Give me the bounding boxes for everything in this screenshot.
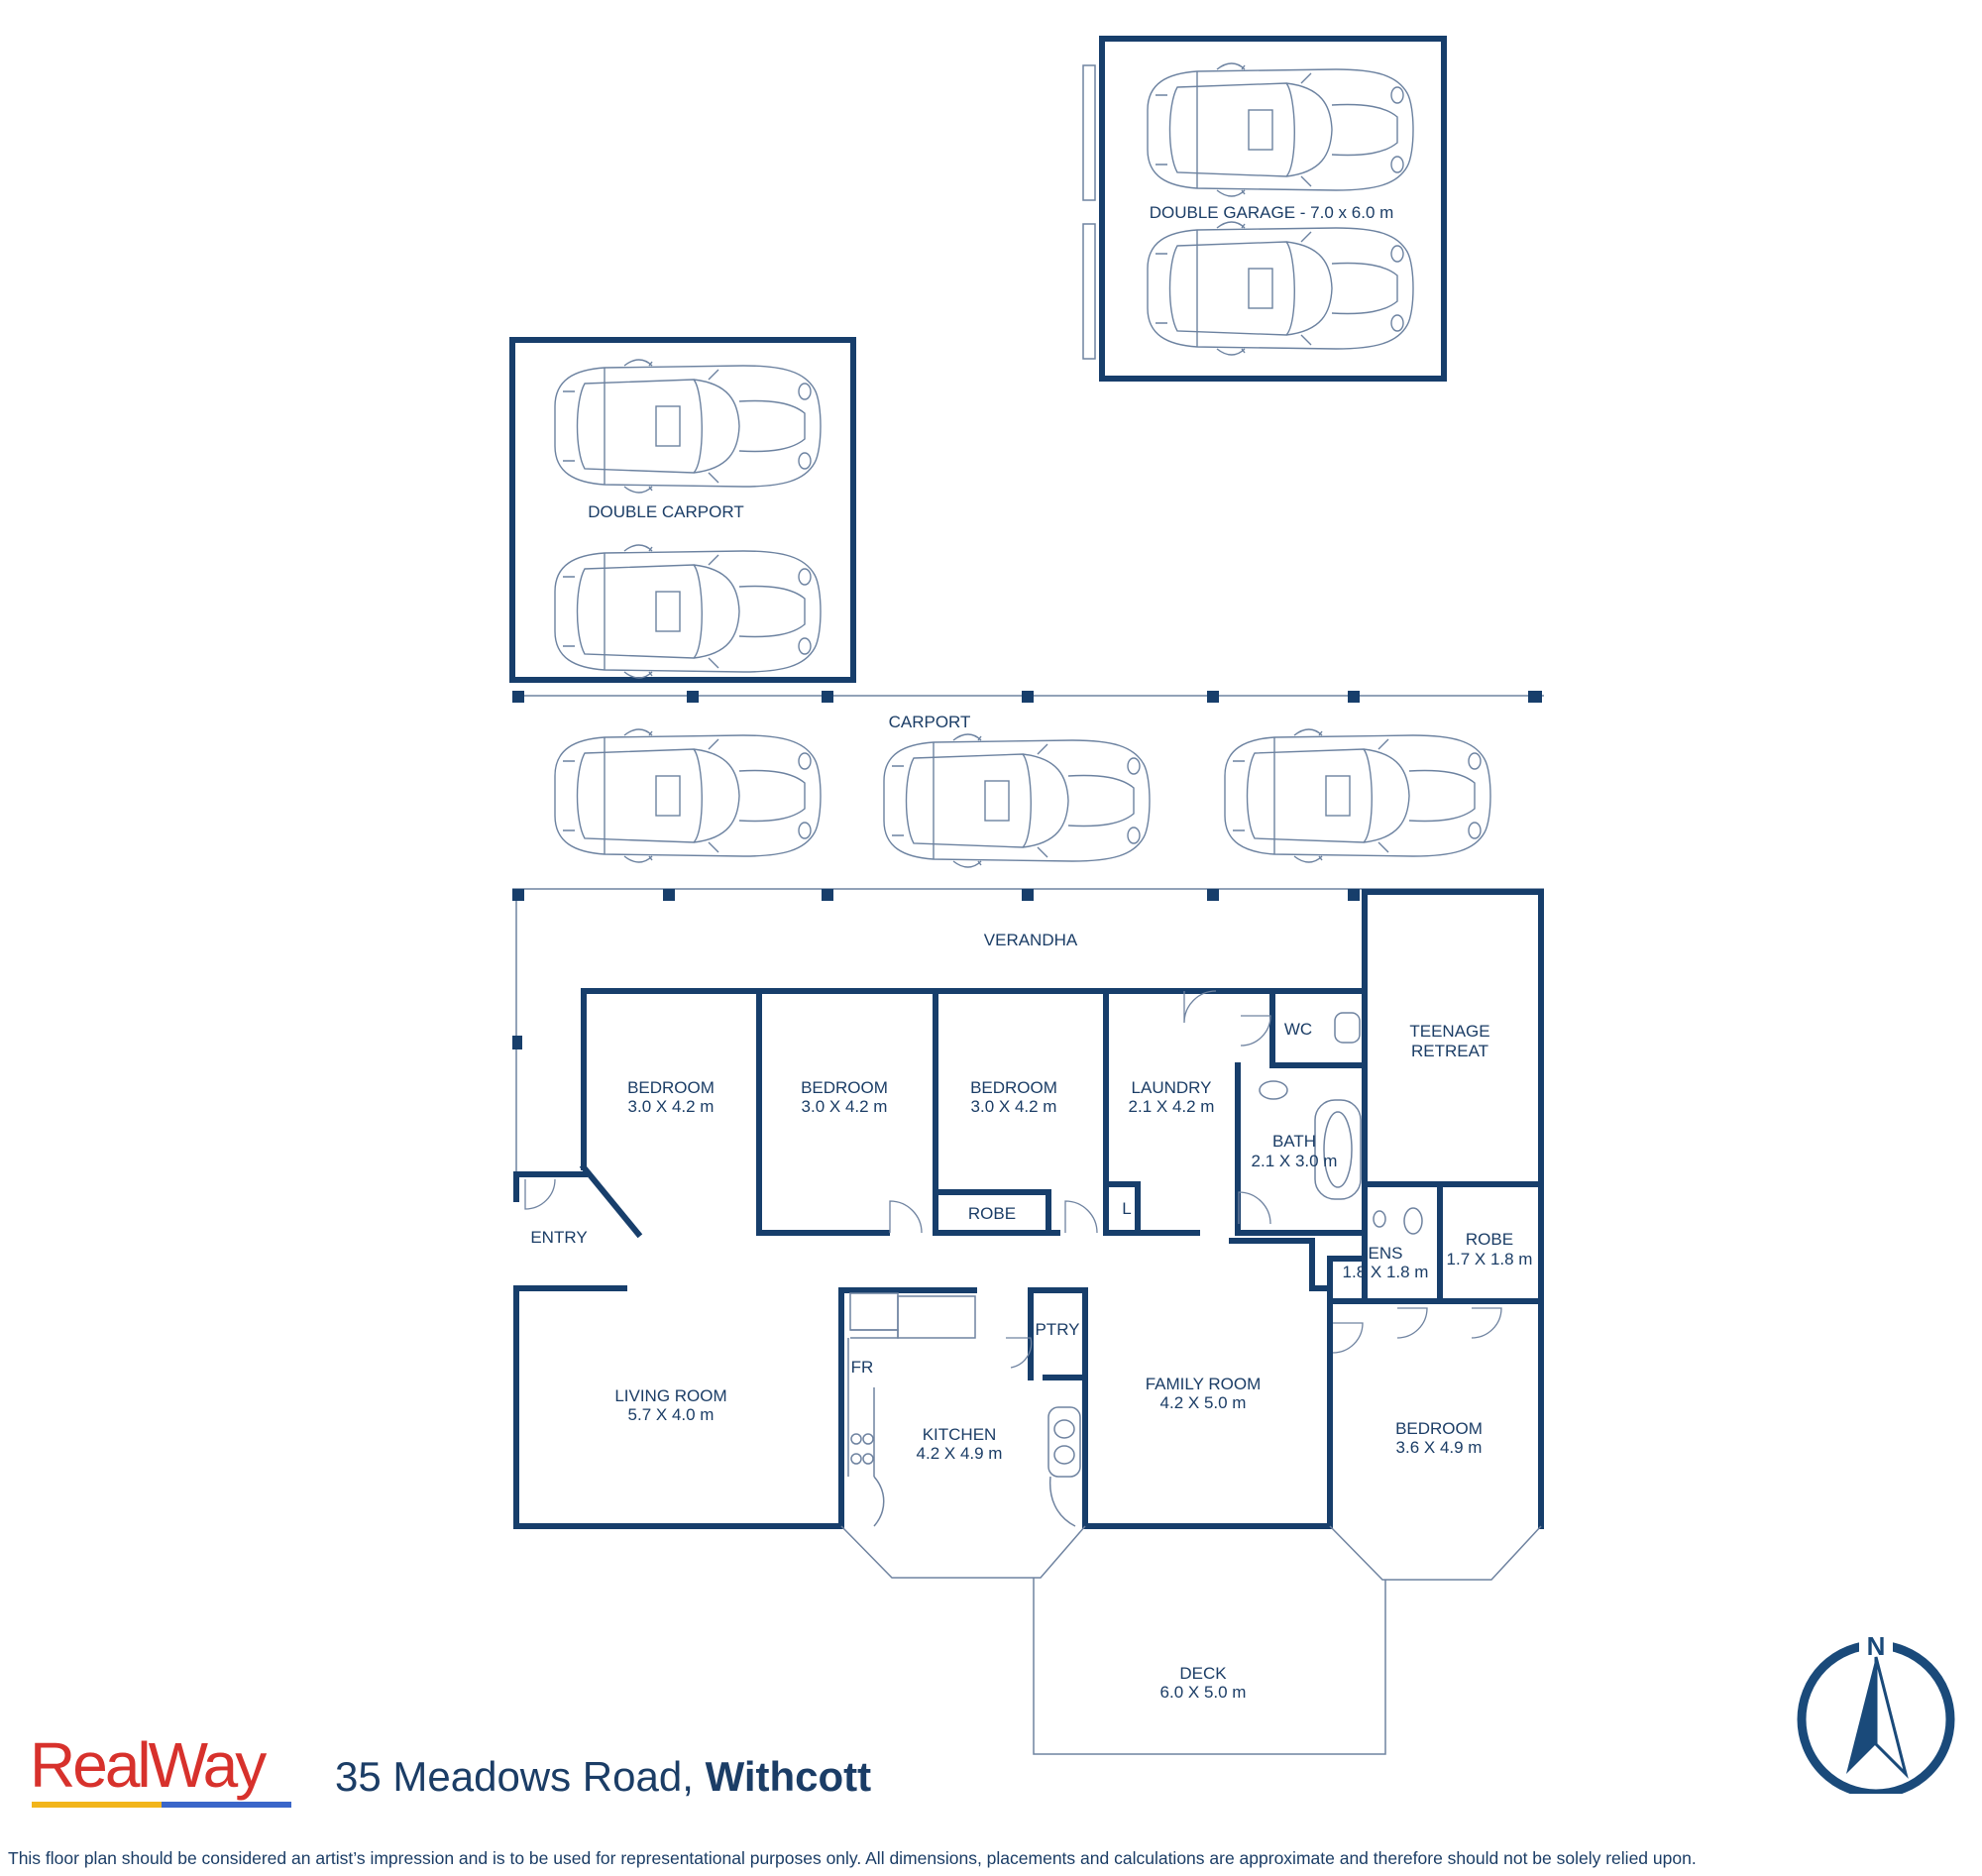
deck-name: DECK xyxy=(1179,1664,1227,1683)
laundry-name: LAUNDRY xyxy=(1132,1078,1212,1097)
deck-dims: 6.0 X 5.0 m xyxy=(1160,1683,1247,1702)
robe-2-name: ROBE xyxy=(1466,1230,1513,1249)
double-garage: DOUBLE GARAGE - 7.0 x 6.0 m xyxy=(1082,36,1447,382)
bedroom-3-name: BEDROOM xyxy=(970,1078,1057,1097)
car-icon xyxy=(1224,728,1491,863)
room-labels: BEDROOM 3.0 X 4.2 m BEDROOM 3.0 X 4.2 m … xyxy=(530,1020,1532,1702)
kitchen-fittings xyxy=(847,1292,1081,1527)
double-carport-label: DOUBLE CARPORT xyxy=(588,502,743,521)
kitchen-dims: 4.2 X 4.9 m xyxy=(917,1444,1003,1463)
property-address: 35 Meadows Road, Withcott xyxy=(335,1752,871,1802)
entry-label: ENTRY xyxy=(530,1228,587,1247)
realway-logo: RealWay xyxy=(30,1729,267,1801)
address-suburb: Withcott xyxy=(705,1753,872,1800)
car-icon xyxy=(883,733,1151,868)
living-room-name: LIVING ROOM xyxy=(614,1386,726,1405)
address-street: 35 Meadows Road, xyxy=(335,1753,694,1800)
robe-2-dims: 1.7 X 1.8 m xyxy=(1447,1250,1533,1269)
teenage-retreat-line2: RETREAT xyxy=(1411,1042,1488,1060)
car-icon xyxy=(554,728,822,863)
robe-label: ROBE xyxy=(968,1204,1016,1223)
family-room-name: FAMILY ROOM xyxy=(1146,1375,1262,1393)
carport-label: CARPORT xyxy=(889,713,971,731)
verandha: VERANDHA xyxy=(512,901,1078,1174)
ens-dims: 1.8 X 1.8 m xyxy=(1343,1263,1429,1281)
bath-dims: 2.1 X 3.0 m xyxy=(1252,1152,1338,1170)
bedroom-2-name: BEDROOM xyxy=(801,1078,888,1097)
double-garage-label: DOUBLE GARAGE - 7.0 x 6.0 m xyxy=(1150,203,1394,222)
living-room-dims: 5.7 X 4.0 m xyxy=(628,1405,715,1424)
bedroom-1-name: BEDROOM xyxy=(627,1078,715,1097)
car-icon xyxy=(1147,221,1414,356)
ens-name: ENS xyxy=(1369,1244,1403,1263)
car-icon xyxy=(1147,62,1414,197)
disclaimer-text: This floor plan should be considered an … xyxy=(8,1848,1697,1868)
north-compass-icon: N xyxy=(1797,1631,1955,1794)
carport: CARPORT xyxy=(512,691,1544,901)
bath-fittings xyxy=(1259,1012,1423,1235)
ptry-label: PTRY xyxy=(1035,1320,1079,1339)
car-icon xyxy=(554,544,822,679)
verandha-label: VERANDHA xyxy=(984,931,1078,949)
doors xyxy=(524,990,1502,1369)
laundry-dims: 2.1 X 4.2 m xyxy=(1129,1097,1215,1116)
bedroom-4-dims: 3.6 X 4.9 m xyxy=(1396,1438,1483,1457)
walls xyxy=(513,889,1544,1755)
car-icon xyxy=(554,359,822,494)
family-room-dims: 4.2 X 5.0 m xyxy=(1160,1393,1247,1412)
bedroom-4-name: BEDROOM xyxy=(1395,1419,1483,1438)
fr-label: FR xyxy=(851,1358,874,1377)
bedroom-3-dims: 3.0 X 4.2 m xyxy=(971,1097,1057,1116)
bedroom-1-dims: 3.0 X 4.2 m xyxy=(628,1097,715,1116)
bath-name: BATH xyxy=(1272,1132,1316,1151)
wc-label: WC xyxy=(1284,1020,1312,1039)
logo-underline xyxy=(32,1802,291,1808)
double-carport: DOUBLE CARPORT xyxy=(509,337,856,683)
bedroom-2-dims: 3.0 X 4.2 m xyxy=(802,1097,888,1116)
kitchen-name: KITCHEN xyxy=(923,1425,997,1444)
compass-north-label: N xyxy=(1867,1631,1886,1661)
teenage-retreat-line1: TEENAGE xyxy=(1409,1022,1489,1041)
laundry-l-label: L xyxy=(1122,1199,1131,1218)
